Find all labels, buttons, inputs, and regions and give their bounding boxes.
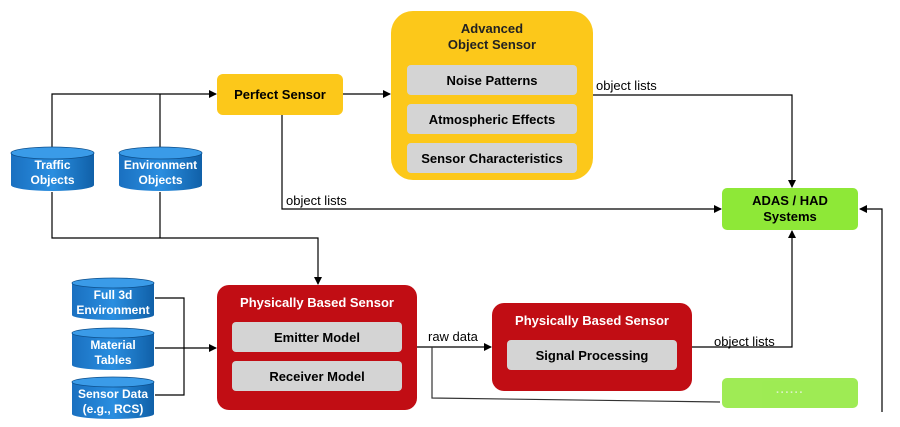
receiver-model-box: Receiver Model [232,361,402,391]
object-lists-top-label: object lists [596,78,657,93]
perfect-sensor-label: Perfect Sensor [234,87,326,102]
connector-perfect-to-adas [281,115,722,213]
connector-databases-to-perfect-sensor [51,90,217,152]
faded-box-text: ······ [776,387,804,399]
object-lists-mid-label: object lists [286,193,347,208]
database-icon [71,376,155,419]
physical-sensor-2-title: Physically Based Sensor [515,313,669,328]
connector-raw-data-to-bottom [431,347,721,403]
material-tables-database: Material Tables [71,327,155,371]
sensor-data-database: Sensor Data (e.g., RCS) [71,376,155,420]
material-tables-line2: Tables [94,353,132,367]
traffic-objects-database: Traffic Objects [10,146,95,192]
advanced-sensor-title-line2: Object Sensor [447,37,537,52]
full-3d-line2: Environment [76,303,150,317]
adas-had-systems-box: ADAS / HAD Systems [722,188,858,230]
connector-small-databases [155,297,185,396]
faded-green-box: ······ [722,378,858,408]
material-tables-line1: Material [90,338,136,352]
database-icon [10,146,95,191]
atmospheric-effects-box: Atmospheric Effects [407,104,577,134]
signal-processing-box: Signal Processing [507,340,677,370]
environment-objects-line1: Environment [123,158,198,172]
traffic-objects-line1: Traffic [34,158,71,172]
database-icon [71,327,155,370]
perfect-sensor-box: Perfect Sensor [217,74,343,115]
advanced-object-sensor-box: Advanced Object Sensor Noise Patterns At… [391,11,593,180]
environment-objects-line2: Objects [138,173,183,187]
physically-based-sensor-box-1: Physically Based Sensor Emitter Model Re… [217,285,417,410]
emitter-model-box: Emitter Model [232,322,402,352]
sensor-data-line1: Sensor Data [77,387,149,401]
physical-sensor-1-title: Physically Based Sensor [240,295,394,310]
adas-line1: ADAS / HAD [752,193,828,208]
raw-data-label: raw data [428,329,478,344]
noise-patterns-box: Noise Patterns [407,65,577,95]
database-icon [71,277,155,320]
full-3d-line1: Full 3d [93,288,133,302]
environment-objects-database: Environment Objects [118,146,203,192]
physically-based-sensor-box-2: Physically Based Sensor Signal Processin… [492,303,692,391]
traffic-objects-line2: Objects [30,173,75,187]
connector-databases-to-physical-sensor [51,192,322,285]
database-icon [118,146,203,191]
connector-right-to-adas [859,205,883,412]
adas-line2: Systems [763,209,817,224]
full-3d-environment-database: Full 3d Environment [71,277,155,321]
sensor-characteristics-box: Sensor Characteristics [407,143,577,173]
connector-advanced-to-adas [592,94,796,188]
advanced-sensor-title-line1: Advanced [460,21,524,36]
sensor-data-line2: (e.g., RCS) [82,402,144,416]
object-lists-right-label: object lists [714,334,775,349]
connector-physical2-to-adas [692,230,796,348]
